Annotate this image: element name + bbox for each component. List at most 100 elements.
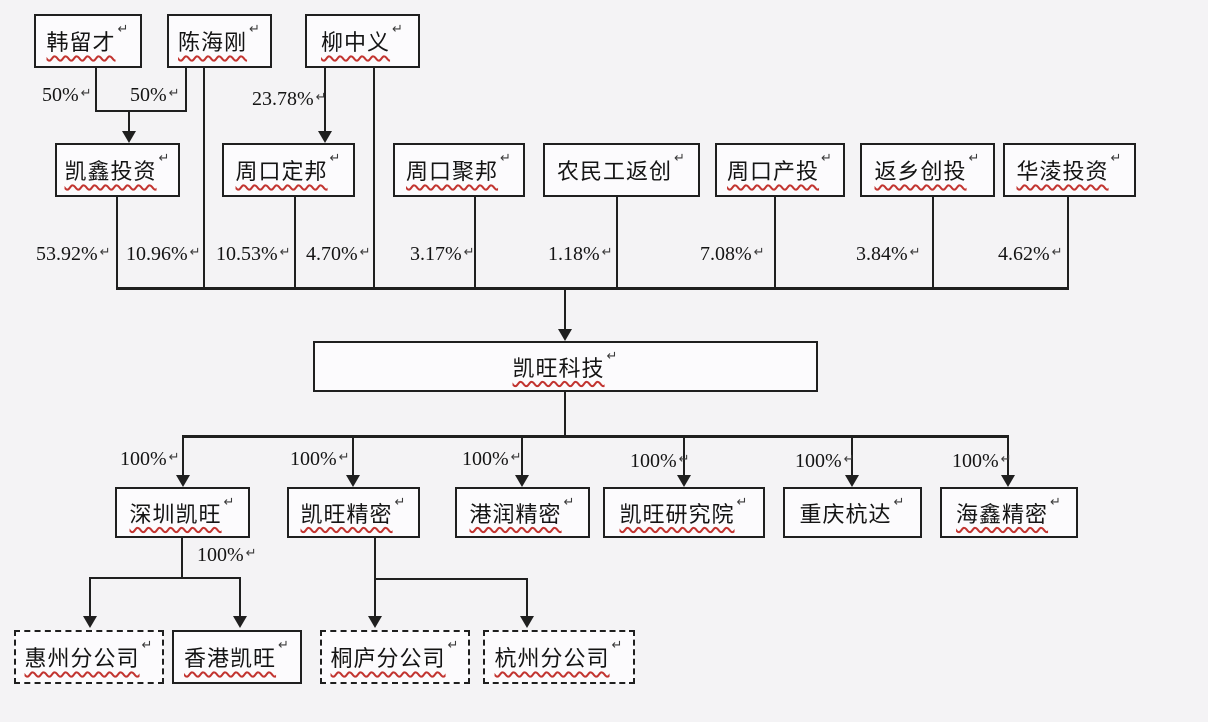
- arrow-down-icon: [176, 475, 190, 487]
- connector-line: [774, 197, 776, 289]
- pct-label: 10.96%↵: [126, 243, 201, 266]
- return-mark-icon: ↵: [678, 452, 690, 467]
- node-label: 深圳凯旺: [129, 501, 222, 527]
- node-branch-hangzhou: 杭州分公司↵: [483, 630, 635, 684]
- arrow-down-icon: [83, 616, 97, 628]
- return-mark-icon: ↵: [158, 151, 171, 166]
- pct-value: 4.70%: [306, 243, 358, 265]
- connector-line: [95, 110, 187, 112]
- connector-line: [374, 538, 376, 617]
- return-mark-icon: ↵: [601, 245, 613, 260]
- connector-line: [1067, 197, 1069, 289]
- pct-value: 3.84%: [856, 243, 908, 265]
- arrow-down-icon: [233, 616, 247, 628]
- arrow-down-icon: [346, 475, 360, 487]
- pct-label: 3.84%↵: [856, 243, 921, 266]
- arrow-down-icon: [558, 329, 572, 341]
- return-mark-icon: ↵: [510, 450, 522, 465]
- pct-value: 100%: [630, 450, 677, 472]
- arrow-down-icon: [520, 616, 534, 628]
- connector-line: [294, 197, 296, 289]
- pct-value: 3.17%: [410, 243, 462, 265]
- pct-value: 1.18%: [548, 243, 600, 265]
- node-label: 海鑫精密: [956, 501, 1049, 527]
- pct-value: 100%: [952, 450, 999, 472]
- node-branch-hongkong: 香港凯旺↵: [172, 630, 302, 684]
- connector-line: [616, 197, 618, 289]
- connector-line: [932, 197, 934, 289]
- return-mark-icon: ↵: [1110, 151, 1123, 166]
- node-shareholder-kaixin: 凯鑫投资↵: [55, 143, 180, 197]
- node-label: 惠州分公司: [24, 646, 140, 671]
- node-label: 重庆杭达: [799, 501, 892, 527]
- return-mark-icon: ↵: [278, 638, 290, 653]
- node-label: 柳中义: [321, 30, 391, 55]
- return-mark-icon: ↵: [463, 245, 475, 260]
- pct-value: 100%: [120, 448, 167, 470]
- node-label: 周口定邦: [235, 159, 328, 184]
- node-shareholder-fanxiang: 返乡创投↵: [860, 143, 995, 197]
- pct-label: 100%↵: [197, 544, 257, 567]
- node-sub-shenzhen: 深圳凯旺↵: [115, 487, 250, 538]
- connector-line: [185, 68, 187, 110]
- pct-value: 53.92%: [36, 243, 98, 265]
- connector-line: [564, 287, 566, 331]
- return-mark-icon: ↵: [249, 22, 261, 37]
- connector-line: [352, 435, 354, 476]
- pct-label: 100%↵: [290, 448, 350, 471]
- return-mark-icon: ↵: [500, 151, 512, 166]
- return-mark-icon: ↵: [843, 452, 855, 467]
- connector-line: [116, 197, 118, 289]
- return-mark-icon: ↵: [1050, 495, 1062, 510]
- return-mark-icon: ↵: [392, 22, 404, 37]
- connector-line: [851, 435, 853, 476]
- node-shareholder-hualing: 华淩投资↵: [1003, 143, 1136, 197]
- pct-label: 100%↵: [120, 448, 180, 471]
- node-label: 凯旺科技: [512, 355, 605, 381]
- return-mark-icon: ↵: [821, 151, 833, 166]
- connector-line: [239, 577, 241, 617]
- node-company-kaiwang: 凯旺科技↵: [313, 341, 818, 392]
- return-mark-icon: ↵: [447, 638, 460, 653]
- pct-value: 23.78%: [252, 88, 314, 110]
- connector-line: [374, 578, 528, 580]
- node-label: 凯旺研究院: [619, 501, 735, 527]
- pct-label: 50%↵: [42, 84, 92, 107]
- connector-line: [128, 110, 130, 132]
- pct-value: 50%: [42, 84, 79, 106]
- node-label: 杭州分公司: [494, 646, 610, 671]
- return-mark-icon: ↵: [611, 638, 624, 653]
- arrow-down-icon: [368, 616, 382, 628]
- connector-line: [116, 287, 1069, 290]
- return-mark-icon: ↵: [99, 245, 111, 260]
- return-mark-icon: ↵: [80, 86, 92, 101]
- node-label: 凯鑫投资: [64, 159, 157, 184]
- return-mark-icon: ↵: [189, 245, 201, 260]
- connector-line: [373, 68, 375, 289]
- node-label: 韩留才: [46, 30, 116, 55]
- return-mark-icon: ↵: [315, 90, 327, 105]
- return-mark-icon: ↵: [909, 245, 921, 260]
- pct-value: 100%: [795, 450, 842, 472]
- node-sub-gangrun: 港润精密↵: [455, 487, 590, 538]
- connector-line: [95, 68, 97, 110]
- pct-label: 3.17%↵: [410, 243, 475, 266]
- connector-line: [324, 68, 326, 132]
- node-label: 华淩投资: [1016, 159, 1109, 184]
- connector-line: [683, 435, 685, 476]
- connector-line: [564, 392, 566, 436]
- return-mark-icon: ↵: [338, 450, 350, 465]
- pct-value: 50%: [130, 84, 167, 106]
- pct-label: 4.70%↵: [306, 243, 371, 266]
- return-mark-icon: ↵: [279, 245, 291, 260]
- node-shareholder-jubang: 周口聚邦↵: [393, 143, 525, 197]
- connector-line: [89, 577, 241, 579]
- return-mark-icon: ↵: [606, 349, 619, 364]
- pct-value: 10.96%: [126, 243, 188, 265]
- return-mark-icon: ↵: [394, 495, 407, 510]
- connector-line: [1007, 435, 1009, 476]
- connector-line: [181, 538, 183, 578]
- return-mark-icon: ↵: [736, 495, 749, 510]
- connector-line: [182, 435, 184, 476]
- node-sub-jingmi: 凯旺精密↵: [287, 487, 420, 538]
